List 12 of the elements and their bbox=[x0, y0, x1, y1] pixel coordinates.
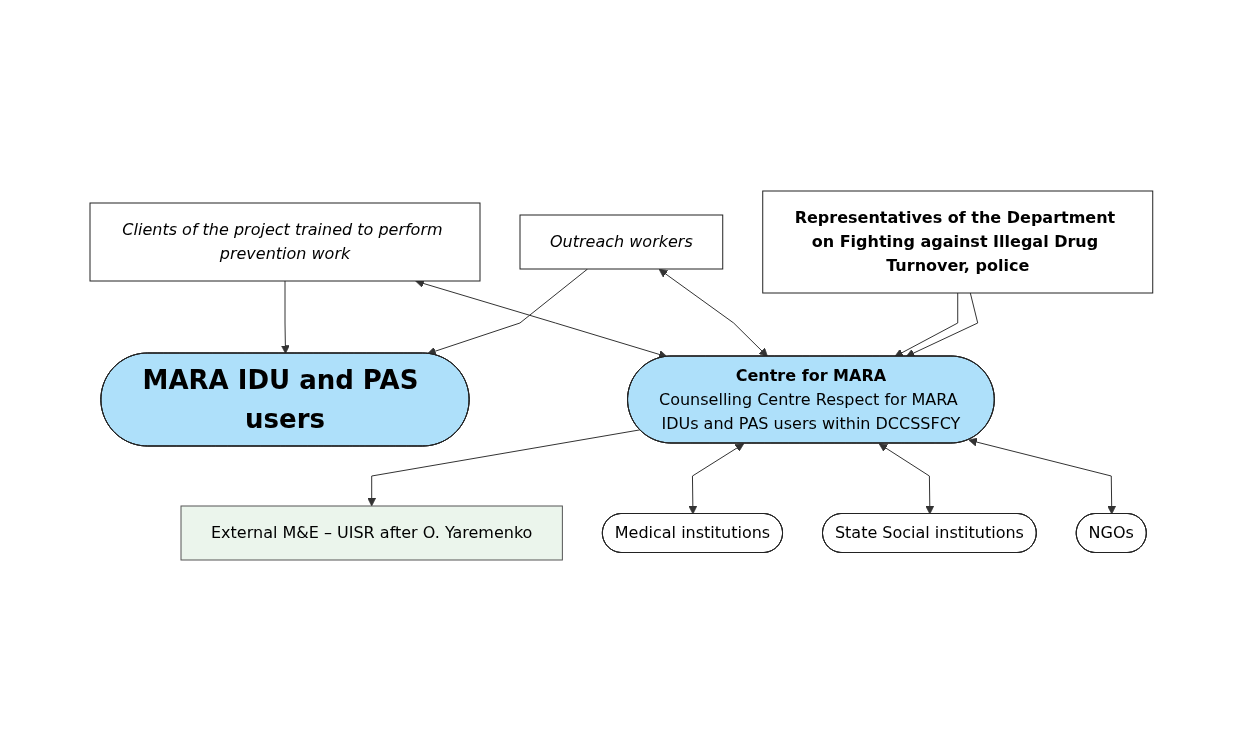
arrow bbox=[894, 292, 958, 357]
node-box: Representatives of the Department on Fighting against Illegal Drug Turnover, police bbox=[761, 190, 1153, 294]
arrow bbox=[878, 443, 934, 515]
arrow bbox=[968, 437, 1116, 515]
arrow bbox=[658, 268, 768, 357]
node-box: Clients of the project trained to perform prevention work bbox=[89, 202, 481, 282]
arrow bbox=[688, 443, 744, 515]
node-box: External M&E – UISR after O. Yaremenko bbox=[180, 505, 563, 561]
arrow bbox=[280, 280, 290, 354]
arrow bbox=[905, 292, 978, 358]
node-box: Outreach workers bbox=[519, 214, 723, 270]
arrow bbox=[426, 268, 588, 356]
